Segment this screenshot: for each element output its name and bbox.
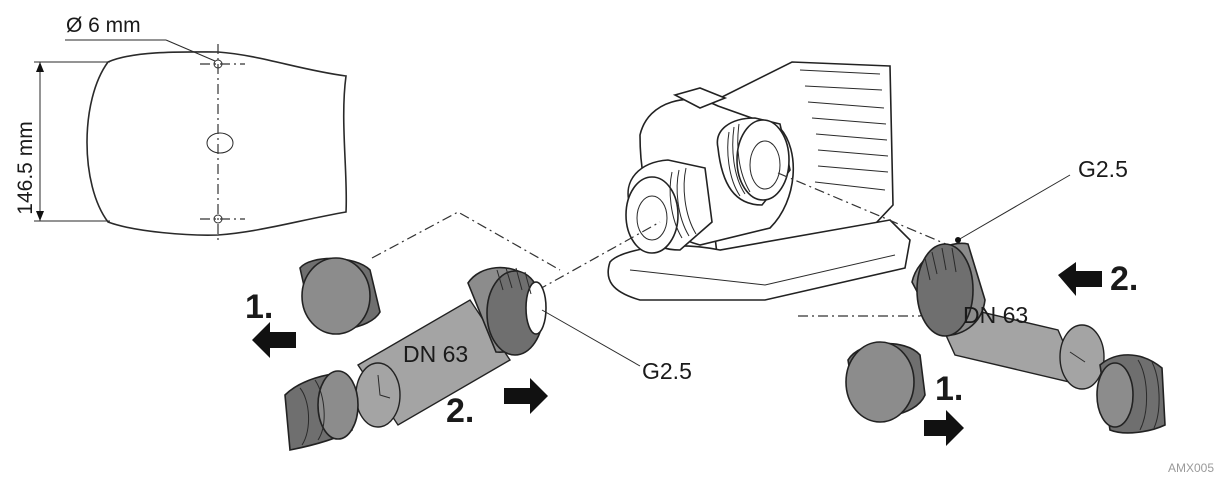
height-label: 146.5 mm — [14, 121, 37, 214]
alignment-lines — [371, 172, 961, 317]
left-step1-label: 1. — [245, 288, 273, 326]
right-thread-label: G2.5 — [1078, 156, 1128, 182]
left-thread-label: G2.5 — [642, 358, 692, 384]
right-step1-label: 1. — [935, 370, 963, 408]
right-remove-arrow-icon — [924, 410, 964, 446]
right-cap — [845, 341, 926, 423]
right-hose — [1096, 354, 1166, 434]
figure-code-label: AMX005 — [1168, 461, 1214, 475]
height-dimension — [34, 61, 110, 222]
left-insert-arrow-icon — [504, 378, 548, 414]
pump — [607, 61, 911, 301]
right-hose-label: DN 63 — [963, 302, 1028, 328]
hole-diameter-leader — [65, 39, 216, 62]
hole-diameter-label: Ø 6 mm — [66, 14, 141, 37]
left-thread-leader — [541, 309, 641, 367]
right-insert-arrow-icon — [1058, 262, 1102, 296]
base-plate — [86, 44, 348, 240]
left-hose-adapter — [355, 266, 547, 428]
left-hose — [284, 370, 359, 451]
right-thread-leader — [957, 174, 1071, 241]
right-thread-dot — [955, 237, 961, 243]
left-step2-label: 2. — [446, 392, 474, 430]
left-cap — [299, 257, 381, 335]
right-hose-adapter — [911, 242, 1105, 390]
left-remove-arrow-icon — [252, 322, 296, 358]
left-hose-label: DN 63 — [403, 341, 468, 367]
right-step2-label: 2. — [1110, 260, 1138, 298]
